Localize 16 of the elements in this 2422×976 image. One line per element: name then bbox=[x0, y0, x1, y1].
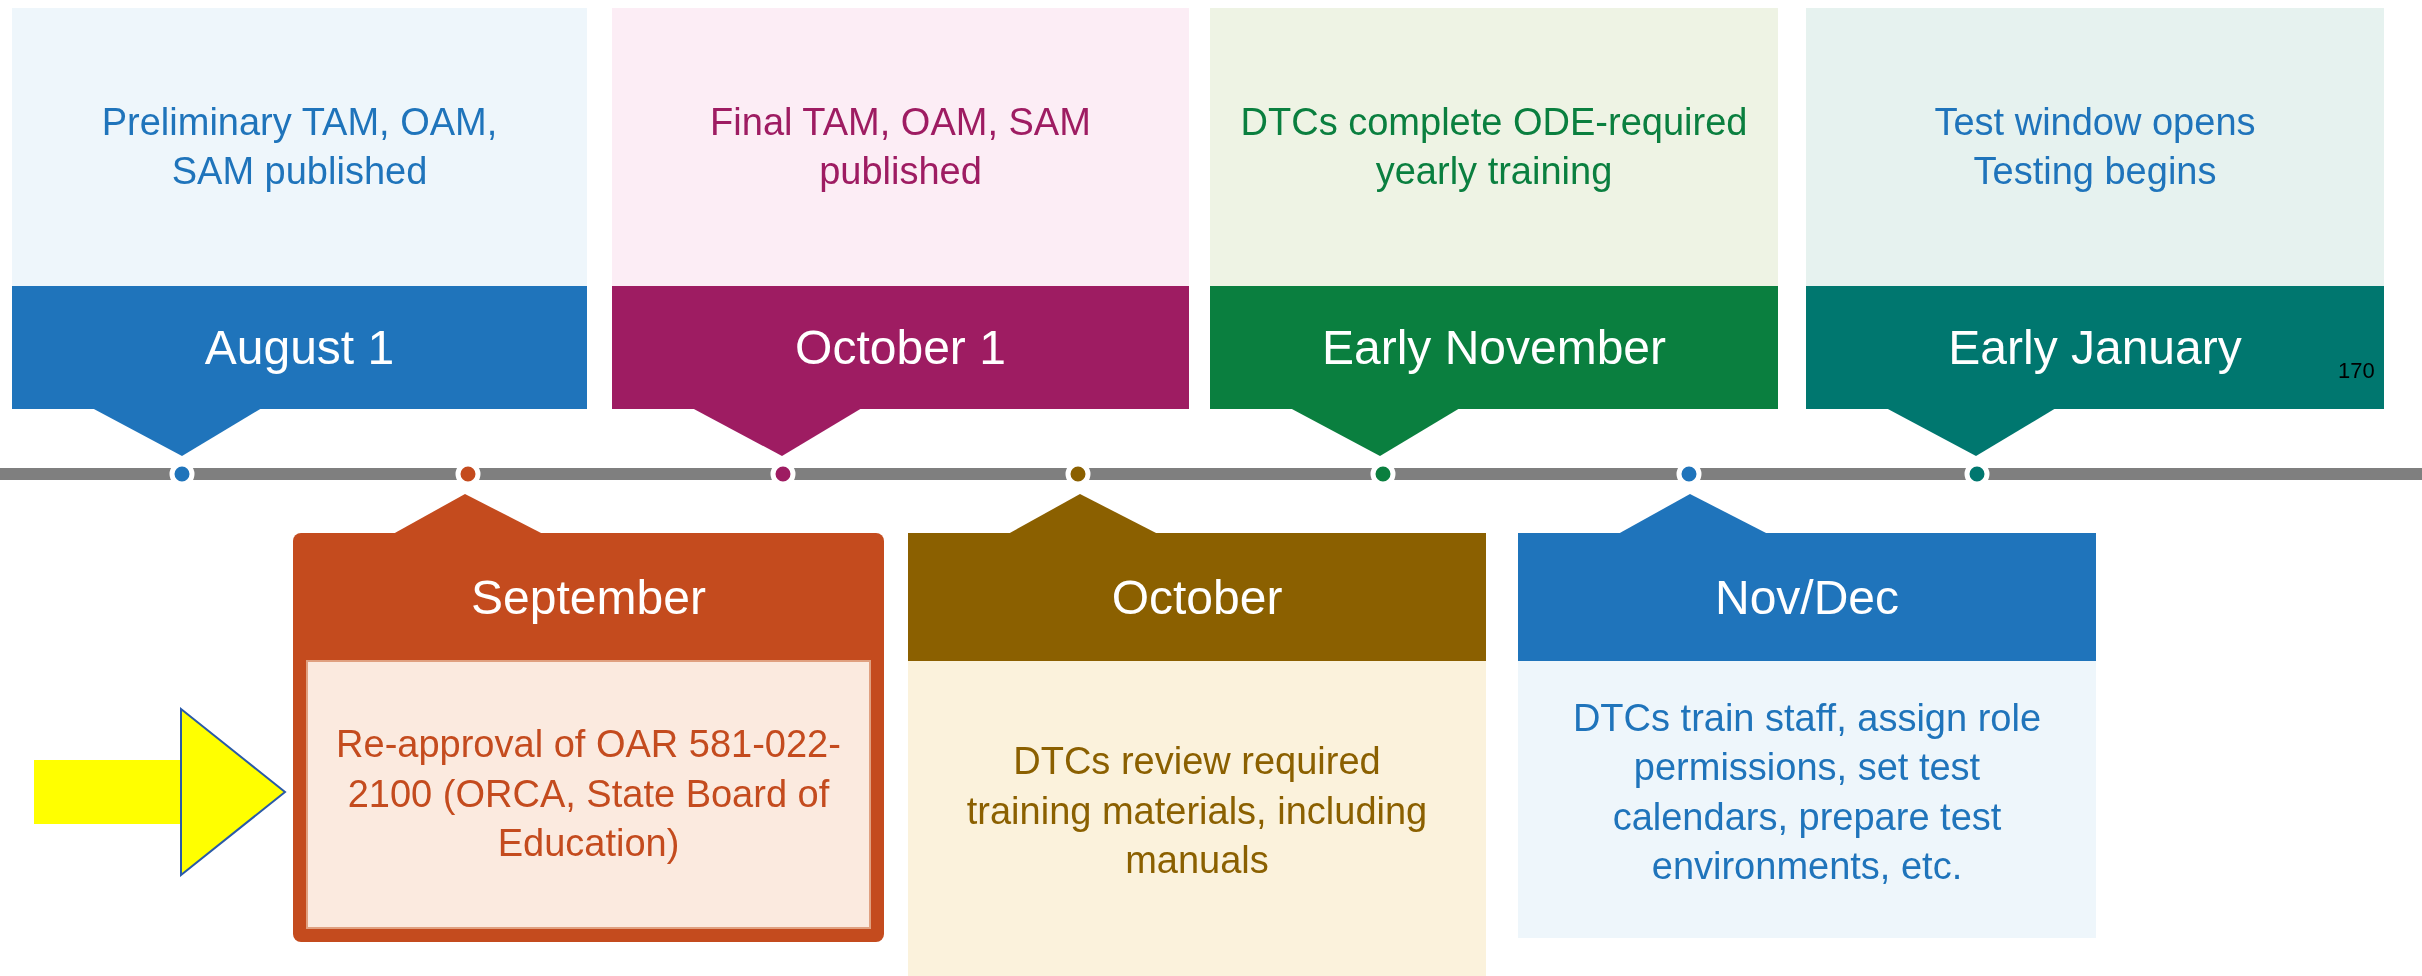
page-number: 170 bbox=[2338, 358, 2375, 384]
block-arrow bbox=[34, 708, 286, 876]
date-header: Early November bbox=[1321, 320, 1667, 375]
date-header: October bbox=[1111, 569, 1283, 625]
date-header: August 1 bbox=[204, 320, 395, 375]
description-text: DTCs train staff, assign role permissions, set test calendars, prepare test environments, etc. bbox=[1571, 695, 2043, 889]
description-text: Test window opens Testing begins bbox=[1933, 99, 2257, 194]
date-header: Nov/Dec bbox=[1714, 569, 1900, 625]
description-text: DTCs complete ODE-required yearly training bbox=[1239, 99, 1749, 194]
date-header: September bbox=[471, 569, 706, 625]
description-text: DTCs review required training materials, including manuals bbox=[965, 739, 1429, 884]
date-header: October 1 bbox=[795, 320, 1006, 375]
description-text: Preliminary TAM, OAM, SAM published bbox=[100, 99, 499, 194]
description-text: Final TAM, OAM, SAM published bbox=[709, 99, 1092, 194]
date-header: Early January bbox=[1948, 320, 2242, 375]
description-text: Re-approval of OAR 581-022-2100 (ORCA, State Board of Education) bbox=[335, 722, 842, 867]
